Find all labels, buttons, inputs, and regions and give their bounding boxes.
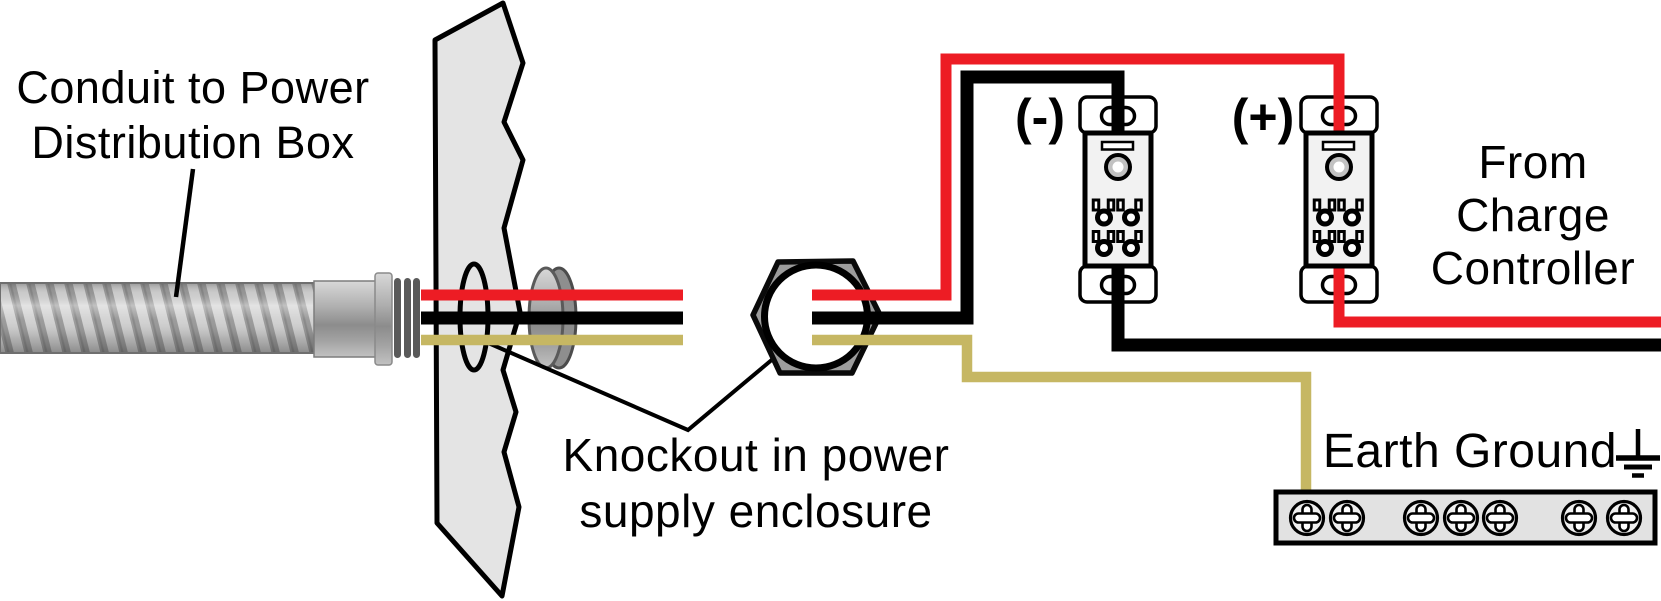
- ground-screw-icon: [1288, 499, 1326, 537]
- ground-bus-bar: [1273, 489, 1658, 546]
- conduit-label-line1: Conduit to Power: [16, 62, 369, 113]
- charge-controller-label-line3: Controller: [1431, 242, 1635, 294]
- wire-stubs: [421, 289, 683, 346]
- ground-screw-icon: [1328, 499, 1366, 537]
- conduit-label-leader-line: [173, 168, 196, 298]
- ground-screw-icon: [1442, 499, 1480, 537]
- ground-screw-icon: [1481, 499, 1519, 537]
- ground-screw-icon: [1605, 499, 1643, 537]
- conduit-thread-ring: [394, 278, 401, 358]
- conduit-label-line2: Distribution Box: [31, 117, 354, 168]
- charge-controller-label-line1: From: [1478, 136, 1587, 188]
- negative-wire: [812, 70, 1661, 352]
- conduit: [0, 272, 420, 366]
- ground-screw-icon: [1402, 499, 1440, 537]
- charge-controller-label-line2: Charge: [1456, 189, 1610, 241]
- negative-fuse-holder-body: [1085, 133, 1151, 266]
- knockout-label-line1: Knockout in power: [563, 429, 950, 481]
- positive-wire: [812, 53, 1661, 328]
- ground-wire: [812, 334, 1312, 494]
- positive-fuse-holder-body: [1306, 133, 1372, 266]
- knockout-label-line2: supply enclosure: [579, 485, 932, 537]
- positive-terminal-label: (+): [1232, 89, 1295, 145]
- knockout-label-leader-line: [485, 340, 776, 433]
- earth-ground-label: Earth Ground: [1323, 425, 1617, 478]
- earth-ground-icon: [1616, 429, 1660, 478]
- conduit-shading: [0, 282, 317, 354]
- conduit-thread-ring: [413, 278, 420, 358]
- negative-terminal-label: (-): [1015, 89, 1065, 145]
- conduit-thread-ring: [404, 278, 411, 358]
- conduit-fitting-collar: [374, 272, 393, 366]
- ground-screw-icon: [1560, 499, 1598, 537]
- conduit-fitting-barrel: [313, 280, 378, 358]
- wires: [812, 53, 1661, 494]
